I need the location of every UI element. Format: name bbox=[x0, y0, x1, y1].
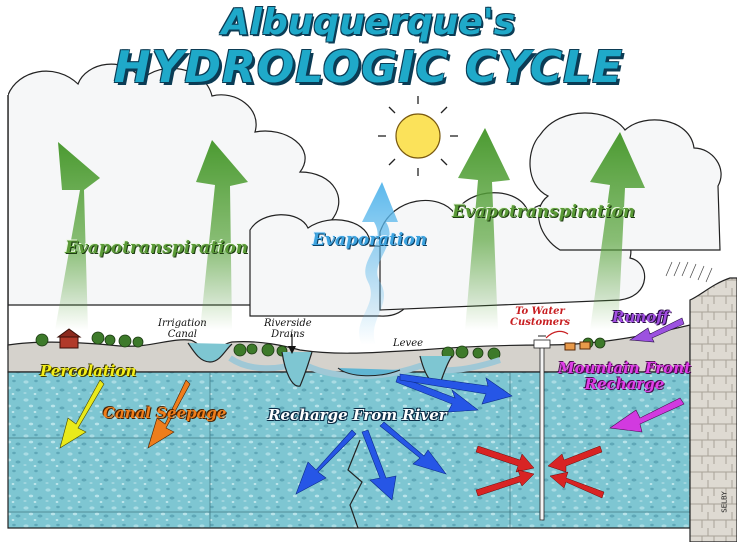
cloud-bank bbox=[7, 63, 722, 317]
runoff-arrow bbox=[629, 317, 685, 343]
fault-line bbox=[347, 439, 363, 529]
label-levee: Levee bbox=[393, 338, 424, 349]
label-riverside-drains: Riverside Drains bbox=[264, 318, 312, 340]
percolation-arrow bbox=[59, 379, 105, 449]
sun-icon bbox=[378, 96, 458, 176]
mountain-front bbox=[689, 277, 737, 542]
river-channel bbox=[187, 334, 501, 387]
recharge-arrows bbox=[295, 373, 513, 501]
label-recharge-from-river: Recharge From River bbox=[268, 406, 447, 424]
label-evapotranspiration-left: Evapotranspiration bbox=[65, 238, 249, 258]
artist-signature: SELBY bbox=[720, 491, 729, 513]
houses bbox=[564, 341, 591, 351]
title-line-2: HYDROLOGIC CYCLE bbox=[113, 42, 624, 93]
label-evaporation: Evaporation bbox=[312, 230, 428, 250]
pumping-arrows bbox=[475, 445, 605, 499]
canal-seepage-arrow bbox=[147, 379, 191, 449]
label-evapotranspiration-right: Evapotranspiration bbox=[452, 202, 636, 222]
label-irrigation-canal: Irrigation Canal bbox=[158, 318, 207, 340]
evaporation-arrow bbox=[359, 182, 398, 345]
aquifer bbox=[7, 371, 691, 529]
label-percolation: Percolation bbox=[40, 362, 137, 380]
mountain-recharge-arrow bbox=[609, 397, 685, 433]
customer-pipe bbox=[545, 330, 569, 339]
trees-left bbox=[35, 328, 144, 349]
label-runoff: Runoff bbox=[612, 308, 669, 326]
label-mountain-front-recharge: Mountain Front Recharge bbox=[558, 359, 692, 393]
label-to-water-customers: To Water Customers bbox=[510, 306, 570, 328]
evapotranspiration-arrows bbox=[55, 128, 645, 330]
label-canal-seepage: Canal Seepage bbox=[103, 404, 227, 422]
rain-marks bbox=[665, 261, 713, 283]
title-line-1: Albuquerque's bbox=[221, 2, 516, 43]
well bbox=[533, 335, 551, 521]
